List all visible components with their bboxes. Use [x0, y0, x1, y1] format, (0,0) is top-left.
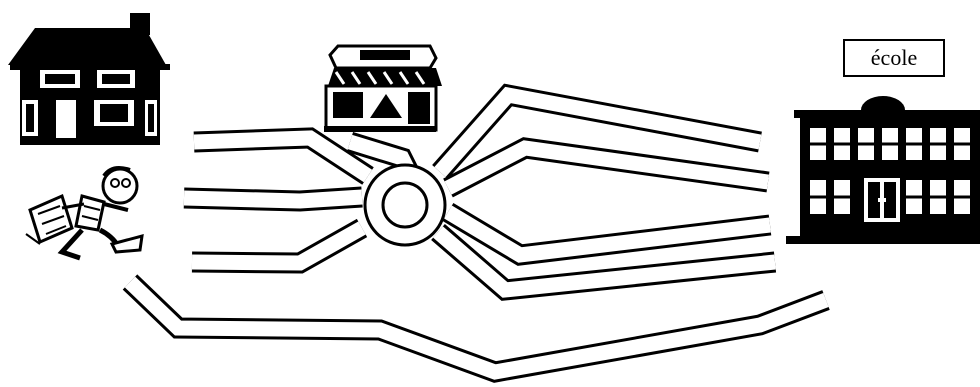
road-lower-right-1	[448, 212, 770, 255]
road-upper-right-2	[448, 148, 768, 188]
path-roads	[130, 95, 826, 372]
road-middle-left	[184, 197, 362, 201]
school-sign-label: école	[871, 45, 917, 71]
shop-icon	[324, 46, 442, 132]
road-lower-left	[192, 228, 362, 263]
house-icon	[8, 13, 170, 145]
school-sign: école	[843, 39, 945, 77]
school-building-icon	[786, 96, 980, 244]
road-bottom-long	[130, 282, 826, 372]
road-upper-left	[194, 138, 368, 176]
roundabout	[365, 165, 445, 245]
running-boy-icon	[26, 168, 142, 258]
